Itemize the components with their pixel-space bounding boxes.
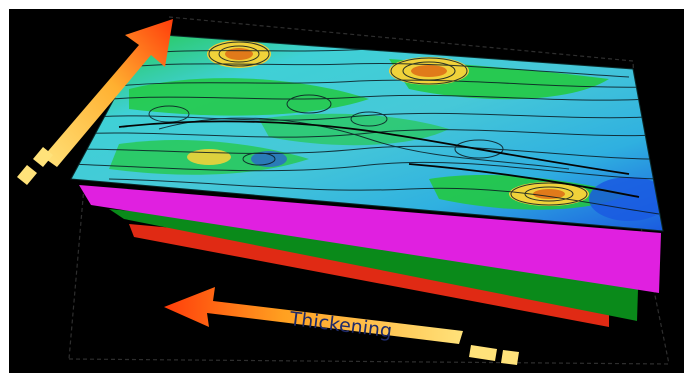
layer-magenta [79,185,661,293]
stratigraphy-block-diagram: Thickening [9,9,684,373]
contour-surface [70,33,664,232]
arrow-up-left [17,19,173,185]
layer-green [109,209,639,321]
layer-red [129,224,609,327]
